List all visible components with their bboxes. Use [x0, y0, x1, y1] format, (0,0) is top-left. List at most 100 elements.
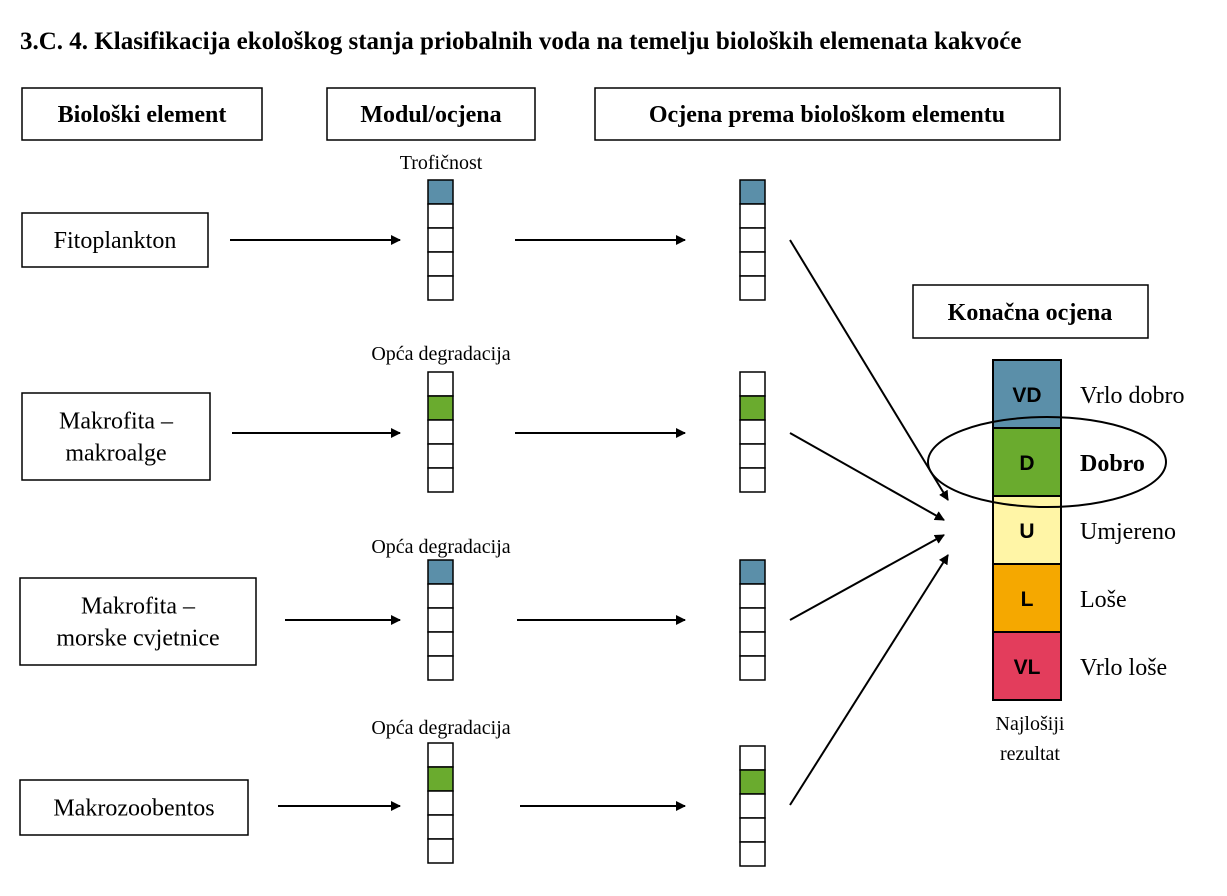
element-box: Makrozoobentos: [19, 779, 249, 836]
class-cell: [739, 203, 766, 229]
class-cell: [739, 745, 766, 771]
element-class-column: [739, 179, 766, 301]
class-cell: [427, 275, 454, 301]
element-label: makroalge: [65, 441, 166, 467]
element-box: Makrofita – makroalge: [21, 392, 211, 481]
class-cell: [739, 275, 766, 301]
final-class-label: Vrlo dobro: [1080, 383, 1185, 409]
module-label: Opća degradacija: [371, 343, 510, 365]
class-cell: [739, 841, 766, 867]
element-box: Makrofita –morske cvjetnice: [19, 577, 257, 666]
final-class-u: U Umjereno: [992, 495, 1176, 565]
element-box: Fitoplankton: [21, 212, 209, 268]
header-final: Konačna ocjena: [912, 284, 1149, 339]
element-label: Makrofita –: [59, 409, 174, 435]
header-final-label: Konačna ocjena: [948, 300, 1113, 326]
class-cell: [739, 419, 766, 445]
row-1: Fitoplankton Trofičnost: [21, 152, 949, 501]
class-cell: [427, 838, 454, 864]
class-cell: [427, 419, 454, 445]
final-note: Najlošiji: [996, 713, 1065, 735]
final-class-vl: VL Vrlo loše: [992, 631, 1167, 701]
page-title: 3.C. 4. Klasifikacija ekološkog stanja p…: [20, 28, 1021, 55]
class-cell: [739, 655, 766, 681]
arrow-to-final: [789, 534, 945, 621]
final-class-d: D Dobro: [992, 427, 1145, 497]
module-label: Opća degradacija: [371, 717, 510, 739]
element-class-column: [739, 559, 766, 681]
class-cell: [739, 467, 766, 493]
class-cell: [739, 607, 766, 633]
final-class-label: Umjereno: [1080, 519, 1176, 545]
class-cell: [427, 443, 454, 469]
final-class-code: U: [1019, 520, 1034, 543]
module-class-column: [427, 559, 454, 681]
final-class-code: D: [1019, 452, 1034, 475]
header-module: Modul/ocjena: [326, 87, 536, 141]
class-cell: [739, 227, 766, 253]
class-cell: [739, 583, 766, 609]
row-3: Makrofita –morske cvjetnice Opća degradac…: [19, 534, 945, 681]
class-cell-filled: [739, 559, 766, 585]
final-class-code: VL: [1014, 656, 1041, 679]
header-assessment: Ocjena prema biološkom elementu: [594, 87, 1061, 141]
class-cell-filled: [427, 179, 454, 205]
class-cell: [739, 251, 766, 277]
element-box-border: [19, 577, 257, 666]
class-cell: [739, 631, 766, 657]
row-4: Makrozoobentos Opća degradacija: [19, 554, 949, 867]
element-label: Makrofita –: [81, 594, 196, 620]
module-label: Trofičnost: [400, 152, 483, 174]
class-cell-filled: [427, 559, 454, 585]
element-label: Fitoplankton: [54, 228, 177, 254]
element-box-border: [19, 779, 249, 836]
final-class-label: Loše: [1080, 587, 1127, 613]
class-cell: [427, 371, 454, 397]
class-cell-filled: [739, 769, 766, 795]
arrow-to-final: [789, 239, 949, 501]
class-cell: [427, 203, 454, 229]
final-class-cell: [992, 631, 1062, 701]
header-element: Biološki element: [21, 87, 263, 141]
final-class-label: Vrlo loše: [1080, 655, 1167, 681]
class-cell-filled: [427, 766, 454, 792]
class-cell: [427, 631, 454, 657]
class-cell: [427, 467, 454, 493]
class-cell: [427, 607, 454, 633]
class-cell: [739, 443, 766, 469]
arrow-to-final: [789, 432, 945, 521]
element-class-column: [739, 371, 766, 493]
class-cell: [427, 814, 454, 840]
final-note: rezultat: [1000, 743, 1060, 765]
element-label: Makrozoobentos: [53, 796, 214, 822]
class-cell: [427, 790, 454, 816]
final-class-code: VD: [1012, 384, 1041, 407]
class-cell: [427, 742, 454, 768]
header-module-label: Modul/ocjena: [360, 102, 501, 128]
arrow-to-final: [789, 554, 949, 806]
element-box-border: [21, 392, 211, 481]
final-class-label: Dobro: [1080, 451, 1145, 477]
module-class-column: [427, 179, 454, 301]
class-cell-filled: [739, 179, 766, 205]
class-cell: [739, 817, 766, 843]
header-assessment-label: Ocjena prema biološkom elementu: [649, 102, 1005, 128]
class-cell: [739, 793, 766, 819]
final-result-highlight: [927, 416, 1167, 508]
element-class-column: [739, 745, 766, 867]
class-cell: [427, 227, 454, 253]
final-class-l: L Loše: [992, 563, 1127, 633]
element-box-border: [21, 212, 209, 268]
class-cell: [427, 583, 454, 609]
class-cell-filled: [739, 395, 766, 421]
module-label: Opća degradacija: [371, 536, 510, 558]
class-cell: [427, 251, 454, 277]
header-element-label: Biološki element: [58, 102, 227, 128]
class-cell-filled: [427, 395, 454, 421]
module-class-column: [427, 371, 454, 493]
class-cell: [427, 655, 454, 681]
final-class-code: L: [1021, 588, 1034, 611]
row-2: Makrofita – makroalge Opća degradacija: [21, 343, 945, 521]
